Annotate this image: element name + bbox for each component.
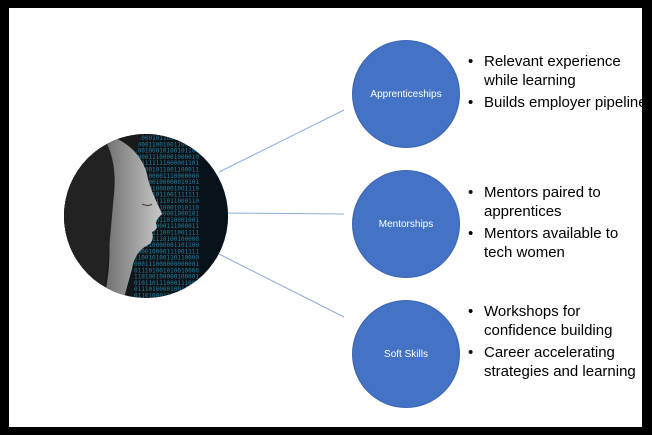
bullet-item: Workshops for confidence building [468,302,648,340]
svg-text:011101001010010000: 011101001010010000 [134,267,199,274]
svg-text:100000011010001001: 100000011010001001 [134,217,199,224]
node-soft-skills: Soft Skills [352,300,460,408]
svg-text:011111111000001101: 011111111000001101 [134,160,199,167]
svg-text:100011001001100100: 100011001001100100 [134,141,199,148]
svg-text:100100110001010110: 100100110001010110 [134,204,199,211]
svg-text:100011000001000101: 100011000001000101 [134,211,199,218]
svg-text:100100010100101100: 100100010100101100 [134,148,199,155]
svg-text:110001000001001110: 110001000001001110 [134,185,199,192]
svg-text:110010100110110000: 110010100110110000 [134,255,199,262]
svg-text:001000100000010101: 001000100000010101 [134,179,199,186]
connector-soft-skills [218,253,345,318]
bullet-item: Builds employer pipeline [468,93,648,112]
node-mentorships: Mentorships [352,170,460,278]
bullet-item: Relevant experience while learning [468,52,648,90]
bullet-item: Mentors available to tech women [468,224,648,262]
node-label-soft-skills: Soft Skills [384,348,428,360]
svg-text:011011011001111111: 011011011001111111 [134,192,199,199]
svg-text:010110111000111001: 010110111000111001 [134,280,199,287]
svg-text:000011100001000010: 000011100001000010 [134,154,199,161]
node-label-apprenticeships: Apprenticeships [370,88,442,100]
svg-text:001001011001100011: 001001011001100011 [134,167,199,174]
bullet-list-apprenticeships: Relevant experience while learning Build… [468,52,648,115]
node-apprenticeships: Apprenticeships [352,40,460,148]
bullet-item: Career accelerating strategies and learn… [468,343,648,381]
connector-mentorships [218,212,345,215]
svg-text:011010001110000100: 011010001110000100 [134,293,199,299]
node-label-mentorships: Mentorships [378,218,434,230]
svg-text:011101000010011001: 011101000010011001 [134,286,199,293]
svg-text:110101110011001111: 110101110011001111 [134,230,199,237]
svg-text:100001110100100000: 100001110100100000 [134,236,199,243]
bullet-list-mentorships: Mentors paired to apprentices Mentors av… [468,183,648,265]
svg-text:010001011001100010: 010001011001100010 [134,135,199,142]
svg-text:001110111011000110: 001110111011000110 [134,198,199,205]
svg-text:011110000001101100: 011110000001101100 [134,242,199,249]
svg-text:110100100000100001: 110100100000100001 [134,274,199,281]
bullet-item: Mentors paired to apprentices [468,183,648,221]
connector-apprenticeships [218,109,345,173]
connector-lines [218,109,345,318]
bullet-list-soft-skills: Workshops for confidence building Career… [468,302,648,384]
svg-text:000010000111001111: 000010000111001111 [134,248,199,255]
svg-text:000111000000000001: 000111000000000001 [134,261,199,268]
svg-text:110100001110000000: 110100001110000000 [134,173,199,180]
svg-text:110110000111000011: 110110000111000011 [134,223,199,230]
